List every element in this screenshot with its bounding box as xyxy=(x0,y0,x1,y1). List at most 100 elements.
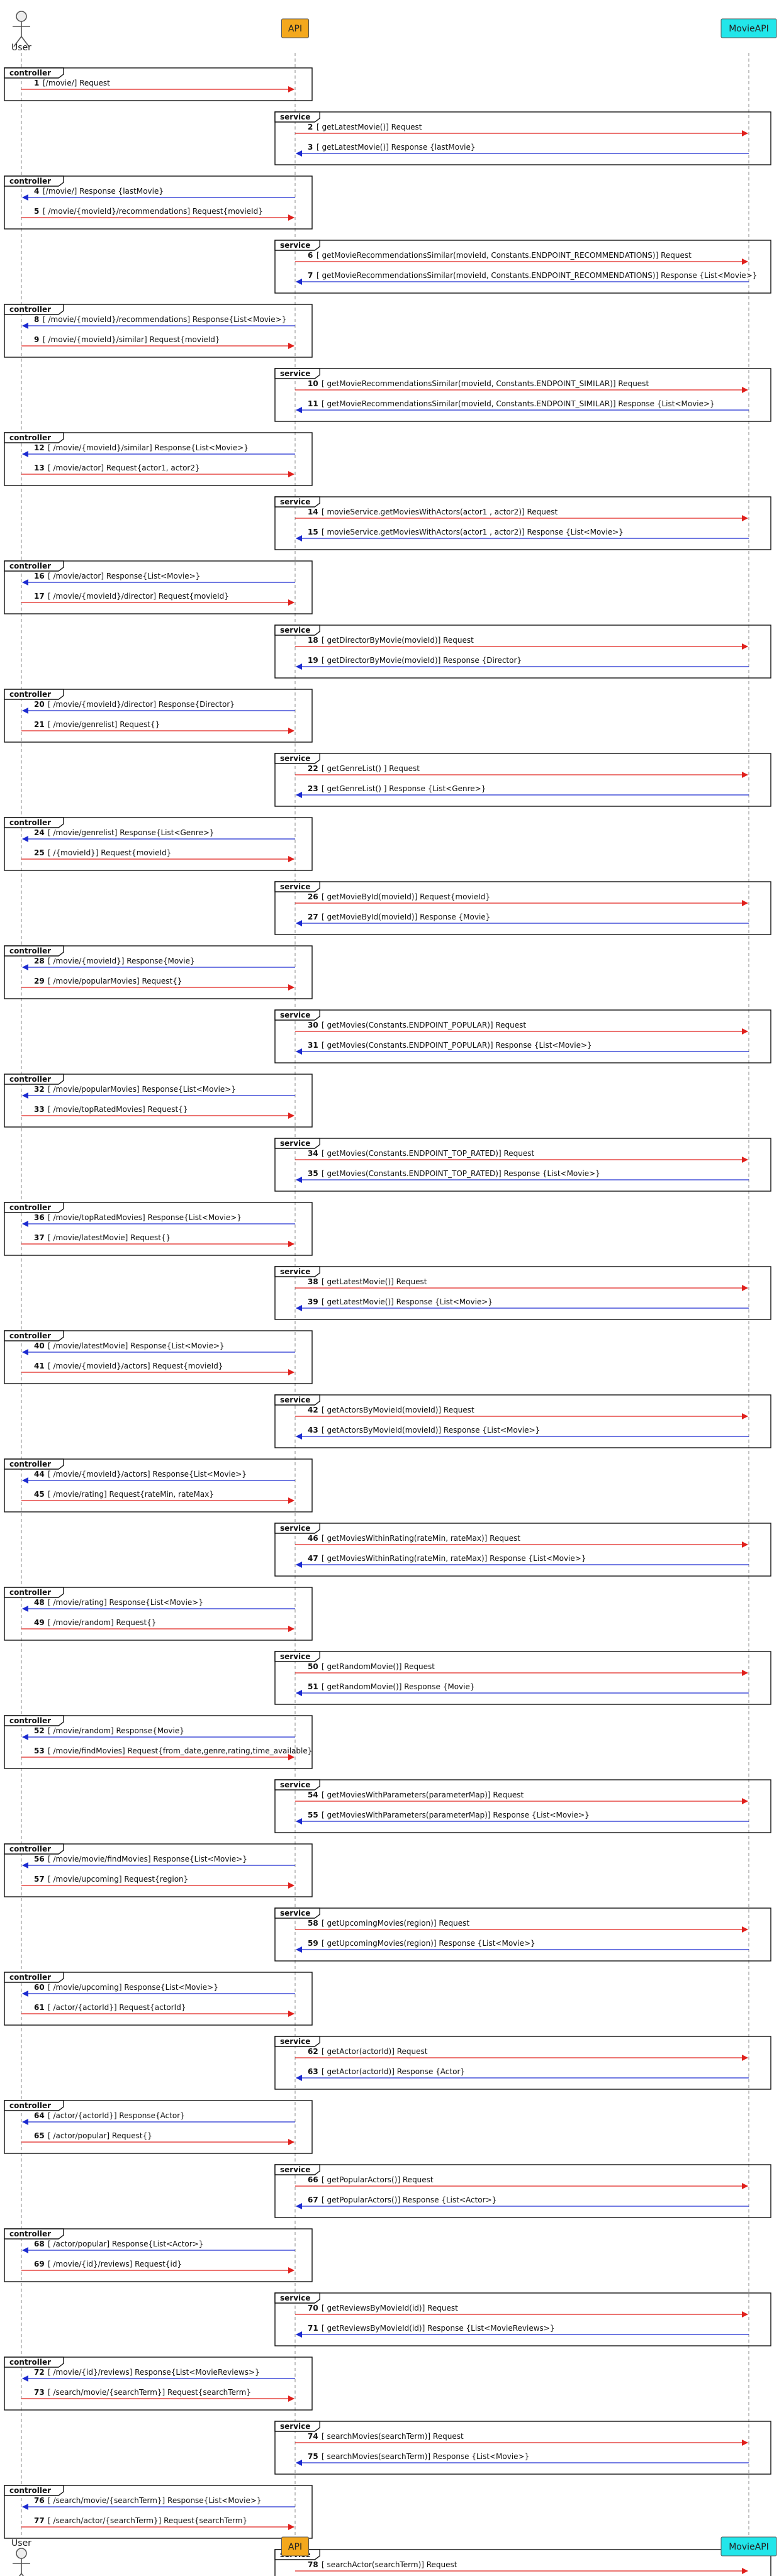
participant-user-bottom: User xyxy=(11,2538,31,2576)
message-label: [ /movie/popularMovies] Response{List<Mo… xyxy=(48,1085,236,1094)
message-label: [ /movie/popularMovies] Request{} xyxy=(48,977,182,985)
message-number: 23 xyxy=(308,784,318,793)
message-number: 11 xyxy=(308,399,318,408)
group-title: service xyxy=(280,2037,310,2046)
group-frame xyxy=(4,945,313,999)
participant-user-top: User xyxy=(11,11,31,53)
participant-box xyxy=(281,18,309,38)
controller-group: controller xyxy=(4,1074,313,1128)
service-group: service xyxy=(274,2036,771,2090)
service-group: service xyxy=(274,1266,771,1320)
message-number: 31 xyxy=(308,1041,318,1050)
message-number: 46 xyxy=(308,1534,318,1543)
group-frame xyxy=(4,1715,313,1769)
message-78: 78[ searchActor(searchTerm)] Request xyxy=(295,2560,748,2574)
group-title-tab xyxy=(4,1330,64,1341)
message-6: 6[ getMovieRecommendationsSimilar(movieI… xyxy=(295,251,748,265)
message-label: [ /movie/{movieId}/recommendations] Resp… xyxy=(43,315,286,324)
message-59: 59[ getUpcomingMovies(region)] Response … xyxy=(296,1939,749,1953)
group-title: service xyxy=(280,241,310,250)
message-63: 63[ getActor(actorId)] Response {Actor} xyxy=(296,2067,749,2081)
service-group: service xyxy=(274,1523,771,1577)
service-group: service xyxy=(274,2292,771,2346)
participant-label: User xyxy=(11,2538,31,2548)
message-24: 24[ /movie/genrelist] Response{List<Genr… xyxy=(22,828,295,842)
group-title-tab xyxy=(4,2100,64,2111)
participant-movieapi-bottom: MovieAPI xyxy=(720,2536,777,2557)
group-frame xyxy=(4,2100,313,2154)
group-frame xyxy=(274,625,771,679)
group-title-tab xyxy=(4,817,64,828)
message-11: 11[ getMovieRecommendationsSimilar(movie… xyxy=(296,399,749,413)
message-number: 58 xyxy=(308,1919,318,1928)
group-title-tab xyxy=(274,111,320,123)
group-title: controller xyxy=(9,1075,51,1084)
message-number: 61 xyxy=(34,2003,45,2012)
group-frame xyxy=(4,1458,313,1513)
message-label: [ /movie/{movieId}/actors] Response{List… xyxy=(48,1470,247,1479)
group-title-tab xyxy=(4,1715,64,1726)
message-number: 42 xyxy=(308,1406,318,1414)
controller-group: controller xyxy=(4,2228,313,2282)
message-label: [ getMovieById(movieId)] Request{movieId… xyxy=(322,892,490,901)
message-number: 37 xyxy=(34,1233,45,1242)
group-title: controller xyxy=(9,1588,51,1597)
message-71: 71[ getReviewsByMovieId(id)] Response {L… xyxy=(296,2324,749,2338)
message-label: [ /{movieId}] Request{movieId} xyxy=(48,848,171,857)
message-5: 5[ /movie/{movieId}/recommendations] Req… xyxy=(21,207,294,221)
group-frame xyxy=(4,2228,313,2282)
participant-box xyxy=(720,2536,777,2557)
message-30: 30 [ getMovies(Constants.ENDPOINT_POPULAR… xyxy=(295,1021,748,1035)
group-frame xyxy=(4,1843,313,1897)
message-60: 60[ /movie/upcoming] Response{List<Movie… xyxy=(22,1983,295,1997)
message-label: [ getMovies(Constants.ENDPOINT_POPULAR)]… xyxy=(322,1021,526,1030)
message-number: 72 xyxy=(34,2368,45,2377)
message-label: [/movie/] Request xyxy=(43,79,110,87)
message-label: [ /movie/{movieId}/director] Response{Di… xyxy=(48,700,235,709)
message-label: [ /movie/latestMovie] Request{} xyxy=(48,1233,171,1242)
actor-leg-right xyxy=(21,36,30,47)
group-title: service xyxy=(280,1909,310,1918)
group-title: controller xyxy=(9,1203,51,1212)
group-title-tab xyxy=(274,881,320,892)
message-label: [ getMovies(Constants.ENDPOINT_TOP_RATED… xyxy=(322,1169,600,1178)
controller-group: controller xyxy=(4,1458,313,1513)
message-75: 75[ searchMovies(searchTerm)] Response {… xyxy=(296,2452,749,2466)
group-title: controller xyxy=(9,818,51,827)
controller-group: controller xyxy=(4,817,313,871)
group-title: controller xyxy=(9,2486,51,2495)
group-title-tab xyxy=(4,432,64,443)
message-label: [ getMovieRecommendationsSimilar(movieId… xyxy=(317,271,757,280)
group-title: service xyxy=(280,1011,310,1019)
message-label: [ getDirectorByMovie(movieId)] Request xyxy=(322,636,474,645)
message-41: 41[ /movie/{movieId}/actors] Request{mov… xyxy=(21,1362,294,1375)
group-title: controller xyxy=(9,562,51,570)
message-number: 30 xyxy=(308,1021,318,1030)
message-label: [ getPopularActors()] Request xyxy=(322,2175,434,2184)
message-label: [ getUpcomingMovies(region)] Request xyxy=(322,1919,469,1928)
group-title: service xyxy=(280,369,310,378)
message-number: 25 xyxy=(34,848,45,857)
group-title-tab xyxy=(4,945,64,957)
message-number: 2 xyxy=(308,123,313,131)
actor-leg-left xyxy=(19,2573,22,2576)
message-27: 27[ getMovieById(movieId)] Response {Mov… xyxy=(296,913,749,926)
service-group: service xyxy=(274,1779,771,1833)
message-number: 10 xyxy=(308,379,318,388)
group-title: controller xyxy=(9,2101,51,2110)
group-frame xyxy=(4,1202,313,1256)
message-label: [ getMoviesWithinRating(rateMin, rateMax… xyxy=(322,1534,520,1543)
group-title: service xyxy=(280,2294,310,2302)
message-33: 33[ /movie/topRatedMovies] Request{} xyxy=(21,1105,294,1119)
group-title-tab xyxy=(274,496,320,508)
actor-head xyxy=(16,11,27,22)
participant-api-top: API xyxy=(281,18,309,38)
message-number: 29 xyxy=(34,977,45,985)
group-frame xyxy=(274,368,771,422)
message-label: [ getLatestMovie()] Request xyxy=(317,123,422,131)
service-group: service xyxy=(274,881,771,935)
message-70: 70[ getReviewsByMovieId(id)] Request xyxy=(295,2304,748,2318)
message-number: 66 xyxy=(308,2175,318,2184)
message-number: 70 xyxy=(308,2304,318,2312)
service-group: service xyxy=(274,240,771,294)
